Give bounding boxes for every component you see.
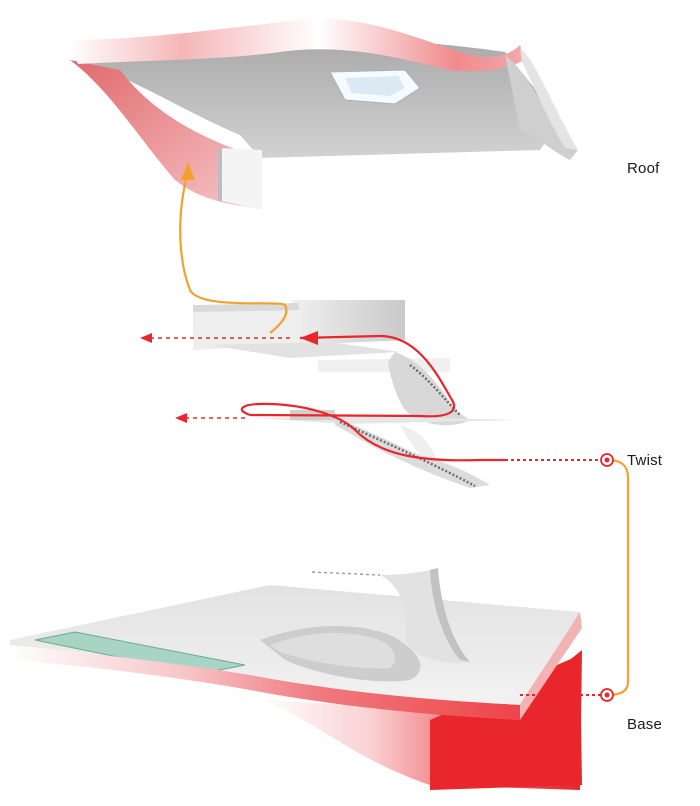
roof-layer [68,18,578,210]
orange-arrowhead [181,162,195,180]
circulation-routes [140,162,630,702]
base-column-shadow [430,568,470,662]
label-roof: Roof [627,160,660,177]
route-node-lower [600,688,614,702]
twist-layer [193,300,520,488]
base-side-edge [520,612,582,720]
route-node-upper [600,453,614,467]
roof-skylight-glass [345,76,405,96]
roof-wall-edge [218,148,222,202]
twist-lower-stair [335,418,490,488]
red-arrowhead-upper [300,331,318,345]
label-base: Base [627,716,662,733]
roof-right-fin [505,55,578,160]
twist-upper-edge [193,303,300,312]
label-twist: Twist [627,452,663,469]
twist-upper-wall [290,300,405,345]
orange-route-to-roof [179,171,288,334]
twist-stair-column [400,425,436,460]
twist-stair-ramp [388,352,470,426]
red-route-lower-loop [240,402,505,462]
twist-middle-slab [210,342,400,358]
red-route-upper [249,334,456,418]
base-front-edge [8,645,520,720]
twist-upper-block [193,308,300,350]
roof-underside [78,38,560,158]
red-exit-arrow-lower [175,413,187,423]
base-layer [8,568,582,790]
base-red-face [430,655,582,790]
roof-side-skirt [70,60,262,208]
roof-hanging-wall [218,148,262,210]
red-exit-arrow-upper [140,333,152,343]
roof-top-lip [68,18,525,72]
twist-stair-treads-lower [339,420,476,488]
base-hollow-inner [270,632,396,669]
roof-fin-highlight [520,48,578,150]
twist-stair-treads-upper [409,364,461,416]
orange-route-base-to-twist [607,458,630,697]
base-column-dash [311,571,381,576]
